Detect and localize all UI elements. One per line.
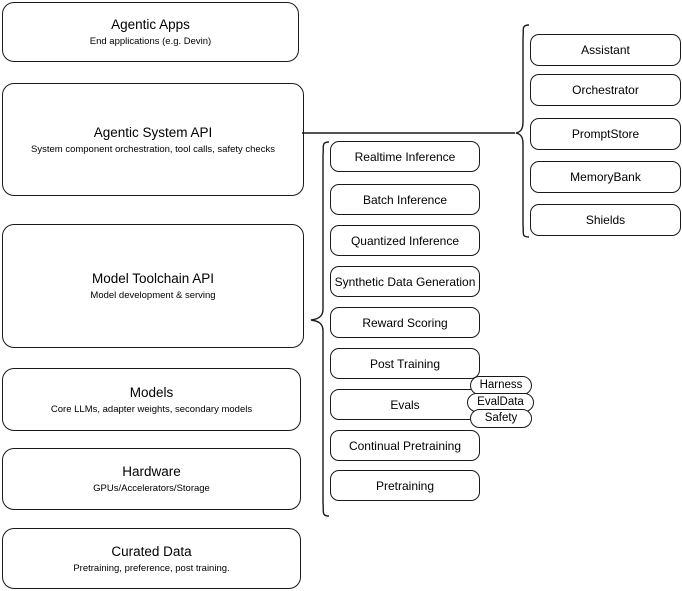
layer-title: Agentic System API [93, 124, 213, 140]
capability-pretraining[interactable]: Pretraining [330, 470, 480, 501]
layer-title: Models [129, 384, 174, 400]
layer-subtitle: Pretraining, preference, post training. [73, 562, 230, 574]
layer-agentic-apps[interactable]: Agentic Apps End applications (e.g. Devi… [2, 2, 299, 62]
layer-subtitle: Core LLMs, adapter weights, secondary mo… [50, 403, 253, 415]
capability-evals[interactable]: Evals [330, 389, 480, 420]
layer-agentic-system-api[interactable]: Agentic System API System component orch… [2, 83, 304, 196]
layer-model-toolchain-api[interactable]: Model Toolchain API Model development & … [2, 224, 304, 348]
layer-hardware[interactable]: Hardware GPUs/Accelerators/Storage [2, 448, 301, 510]
layer-title: Curated Data [111, 543, 192, 559]
capability-synthetic-data-generation[interactable]: Synthetic Data Generation [330, 266, 480, 297]
component-orchestrator[interactable]: Orchestrator [530, 74, 681, 106]
brace-toolchain-capabilities [310, 141, 330, 517]
component-memorybank[interactable]: MemoryBank [530, 161, 681, 193]
layer-title: Hardware [122, 464, 181, 479]
layer-title: Model Toolchain API [91, 271, 215, 286]
layer-title: Agentic Apps [111, 17, 190, 32]
capability-continual-pretraining[interactable]: Continual Pretraining [330, 430, 480, 461]
capability-batch-inference[interactable]: Batch Inference [330, 184, 480, 215]
layer-models[interactable]: Models Core LLMs, adapter weights, secon… [2, 368, 301, 431]
component-assistant[interactable]: Assistant [530, 34, 681, 66]
layer-subtitle: Model development & serving [90, 290, 216, 301]
layer-subtitle: End applications (e.g. Devin) [89, 36, 212, 47]
capability-post-training[interactable]: Post Training [330, 348, 480, 379]
component-shields[interactable]: Shields [530, 204, 681, 236]
layer-subtitle: GPUs/Accelerators/Storage [93, 483, 210, 494]
capability-quantized-inference[interactable]: Quantized Inference [330, 225, 480, 256]
layer-curated-data[interactable]: Curated Data Pretraining, preference, po… [2, 528, 301, 589]
layer-subtitle: System component orchestration, tool cal… [31, 143, 275, 155]
brace-agentic-components [515, 24, 530, 238]
component-promptstore[interactable]: PromptStore [530, 118, 681, 150]
capability-realtime-inference[interactable]: Realtime Inference [330, 141, 480, 172]
capability-reward-scoring[interactable]: Reward Scoring [330, 307, 480, 338]
evals-tag-safety[interactable]: Safety [470, 409, 532, 428]
